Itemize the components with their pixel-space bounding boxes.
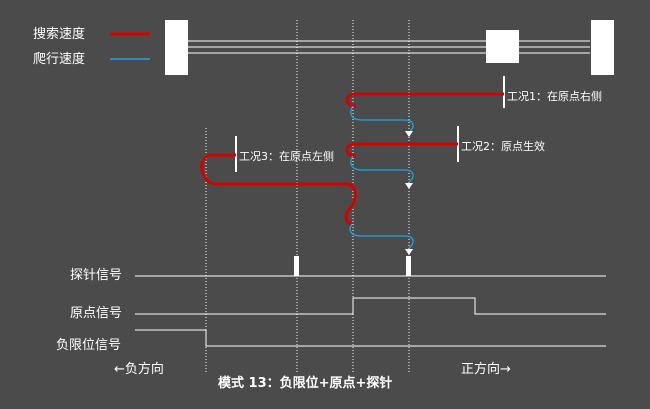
negative-limit-block [165, 20, 188, 75]
case1-search-path [345, 92, 504, 108]
case3-arrow [405, 249, 413, 255]
guide-lines [205, 20, 410, 372]
case2-label: 工况2：原点生效 [461, 139, 545, 153]
origin-signal-label: 原点信号 [70, 306, 122, 321]
origin-signal-waveform [135, 297, 606, 315]
case2-crawl-path [350, 155, 414, 183]
probe-pulse-2 [406, 256, 411, 276]
case3-label: 工况3：在原点左侧 [239, 150, 334, 163]
probe-signal-label: 探针信号 [70, 268, 122, 283]
neg-limit-signal-waveform [135, 329, 606, 347]
legend-search-speed: 搜索速度 [33, 26, 85, 42]
legend-crawl-speed: 爬行速度 [33, 51, 85, 67]
case1-arrow [405, 131, 413, 137]
case2-search-path [345, 142, 458, 158]
mode-caption: 模式 13：负限位+原点+探针 [218, 375, 392, 391]
negative-direction-label: ←负方向 [114, 361, 164, 377]
origin-block [486, 30, 519, 63]
neg-limit-signal-label: 负限位信号 [56, 338, 121, 353]
positive-limit-block [591, 20, 614, 75]
case3-crawl-path [349, 223, 414, 249]
positive-direction-label: 正方向→ [461, 361, 511, 377]
rail [188, 40, 590, 54]
case1-crawl-path [350, 105, 414, 133]
case2-arrow [405, 183, 413, 189]
probe-pulse-1 [294, 256, 299, 276]
case3-search-path [200, 153, 357, 226]
case1-label: 工况1：在原点右侧 [507, 89, 602, 103]
